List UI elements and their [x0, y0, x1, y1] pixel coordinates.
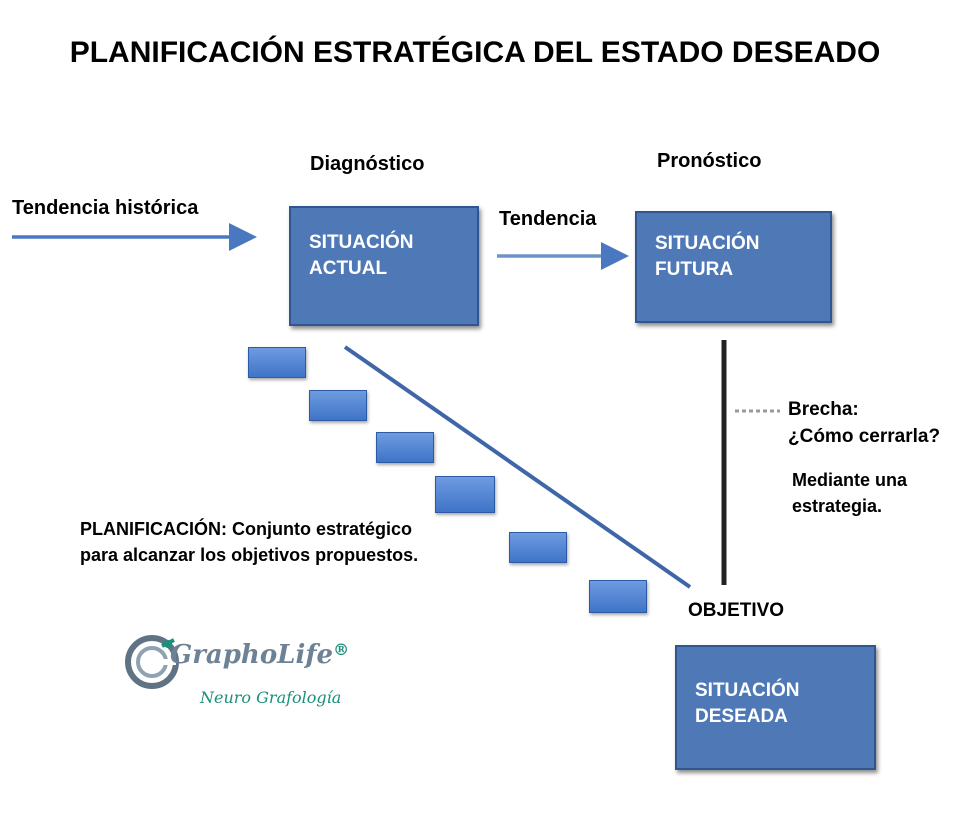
step-2 — [309, 390, 367, 421]
gap-question: ¿Cómo cerrarla? — [788, 426, 941, 447]
planning-definition: PLANIFICACIÓN: Conjunto estratégico para… — [80, 516, 418, 568]
diagram-title: PLANIFICACIÓN ESTRATÉGICA DEL ESTADO DES… — [69, 36, 881, 69]
current-situation-line-2: ACTUAL — [309, 258, 388, 279]
planning-definition-line-1: PLANIFICACIÓN: Conjunto estratégico — [80, 516, 418, 542]
future-situation-line-1: SITUACIÓN — [655, 233, 760, 254]
desired-situation-line-2: DESEADA — [695, 706, 788, 727]
step-4 — [435, 476, 495, 513]
step-6 — [589, 580, 647, 613]
historical-trend-label: Tendencia histórica — [12, 197, 199, 219]
desired-situation-line-1: SITUACIÓN — [695, 680, 800, 701]
planning-definition-part-1: Conjunto estratégico — [232, 519, 413, 539]
planning-definition-part-2: para alcanzar los objetivos propuestos. — [80, 545, 419, 565]
gap-answer: Mediante una estrategia. — [792, 467, 907, 519]
graphologife-logo: GraphoLife® Neuro Grafología — [124, 632, 384, 712]
diagnosis-label: Diagnóstico — [310, 153, 425, 175]
step-1 — [248, 347, 306, 378]
step-3 — [376, 432, 434, 463]
logo-emblem-icon — [125, 635, 179, 689]
current-situation-box: SITUACIÓN ACTUAL — [289, 206, 479, 326]
logo-subtitle: Neuro Grafología — [200, 688, 342, 707]
future-situation-box: SITUACIÓN FUTURA — [635, 211, 832, 323]
logo-registered-mark: ® — [333, 640, 350, 659]
diagonal-path-line — [343, 345, 692, 589]
gap-answer-line-1: Mediante una — [792, 470, 908, 490]
planning-term: PLANIFICACIÓN: — [80, 519, 227, 539]
current-situation-line-1: SITUACIÓN — [309, 232, 414, 253]
objective-label: OBJETIVO — [688, 600, 785, 621]
gap-title: Brecha: — [788, 399, 859, 420]
prognosis-label: Pronóstico — [657, 150, 762, 172]
gap-answer-line-2: estrategia. — [792, 496, 883, 516]
trend-label: Tendencia — [499, 208, 597, 230]
logo-name: GraphoLife — [170, 640, 334, 670]
desired-situation-box: SITUACIÓN DESEADA — [675, 645, 876, 770]
future-situation-line-2: FUTURA — [655, 259, 734, 280]
step-5 — [509, 532, 567, 563]
